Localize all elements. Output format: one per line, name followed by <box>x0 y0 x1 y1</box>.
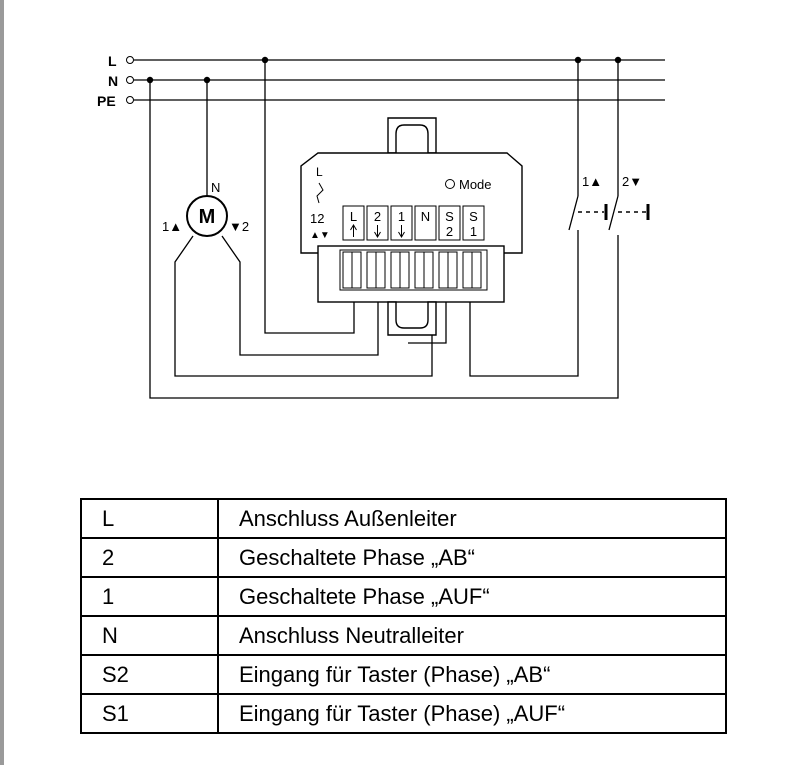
switch1-label: 1▲ <box>582 174 602 189</box>
actuator-l-label: L <box>316 165 323 179</box>
terminal-cell: S2 <box>80 654 219 695</box>
description-cell: Geschaltete Phase „AUF“ <box>217 576 727 617</box>
description-cell: Anschluss Neutralleiter <box>217 615 727 656</box>
terminal-cell: L <box>80 498 219 539</box>
terminal-cell: S1 <box>80 693 219 734</box>
terminal-box <box>438 205 461 241</box>
terminal-cell: N <box>80 615 219 656</box>
supply-lines: L N PE <box>97 53 665 109</box>
switch2-contact <box>608 195 619 231</box>
line-label-n: N <box>108 73 118 89</box>
terminal-label: L <box>350 209 357 224</box>
motor-down-label: ▼2 <box>229 219 249 234</box>
mode-indicator-icon <box>445 179 455 189</box>
terminal-label: 1 <box>398 209 405 224</box>
mode-label: Mode <box>459 177 492 192</box>
motor-circle <box>186 195 228 237</box>
terminal-sublabel: 1 <box>470 224 477 239</box>
down-arrow-icon <box>374 225 381 238</box>
down-arrow-icon <box>398 225 405 238</box>
wires <box>149 60 619 399</box>
wire-n-to-actuator <box>149 80 619 399</box>
terminal-cell: 2 <box>80 537 219 578</box>
motor-symbol: M <box>199 206 216 228</box>
terminal-label: S <box>469 209 478 224</box>
motor-up-label: 1▲ <box>162 219 182 234</box>
selector-numbers: 12 <box>310 211 324 226</box>
actuator-bottom-lug <box>387 301 437 336</box>
actuator-screw-row <box>339 249 488 291</box>
actuator-housing <box>300 152 523 254</box>
wire-actuator-l <box>264 60 355 334</box>
terminal-box <box>390 205 413 241</box>
actuator-terminal-block <box>317 245 505 303</box>
push-buttons: 1▲ 2▼ <box>568 60 650 231</box>
selector-switch-symbol <box>316 182 324 204</box>
description-cell: Geschaltete Phase „AB“ <box>217 537 727 578</box>
line-label-pe: PE <box>97 93 116 109</box>
line-label-l: L <box>108 53 117 69</box>
terminal-box <box>414 205 437 241</box>
wiring-diagram: L N PE M N 1▲ ▼2 <box>97 53 665 399</box>
actuator-top-lug <box>387 117 437 154</box>
motor-n-label: N <box>211 180 220 195</box>
wire-motor-up <box>174 235 433 377</box>
motor: M N 1▲ ▼2 <box>162 180 249 237</box>
terminal-cell: 1 <box>80 576 219 617</box>
terminal-pe-circle <box>126 96 134 104</box>
wire-s1 <box>469 230 579 377</box>
up-arrow-icon <box>350 224 357 237</box>
switch2-label: 2▼ <box>622 174 642 189</box>
terminal-label: S <box>445 209 454 224</box>
terminal-box <box>342 205 365 241</box>
terminal-l-circle <box>126 56 134 64</box>
terminal-sublabel: 2 <box>446 224 453 239</box>
description-cell: Eingang für Taster (Phase) „AUF“ <box>217 693 727 734</box>
selector-arrows: ▲▼ <box>310 230 330 241</box>
description-cell: Anschluss Außenleiter <box>217 498 727 539</box>
left-edge-bar <box>0 0 4 765</box>
wire-motor-down <box>221 235 379 356</box>
terminal-box <box>462 205 485 241</box>
terminal-box <box>366 205 389 241</box>
wire-s2 <box>408 295 447 344</box>
switch1-contact <box>568 195 579 231</box>
terminal-label: 2 <box>374 209 381 224</box>
terminal-label: N <box>421 209 430 224</box>
description-cell: Eingang für Taster (Phase) „AB“ <box>217 654 727 695</box>
terminal-n-circle <box>126 76 134 84</box>
